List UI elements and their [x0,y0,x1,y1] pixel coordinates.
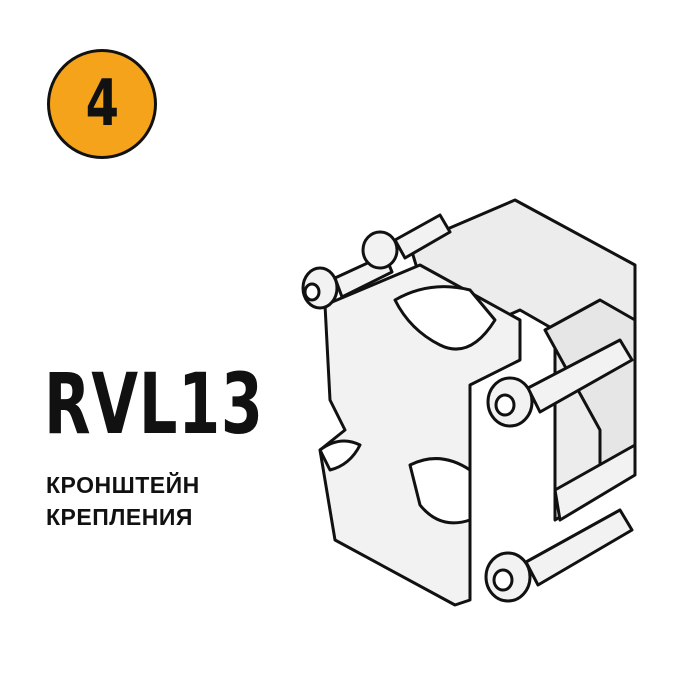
product-model: RVL13 [44,355,264,453]
product-description-line1: КРОНШТЕЙН [46,472,200,498]
screw-bottom [484,508,634,603]
product-description-line2: КРЕПЛЕНИЯ [46,504,193,530]
screw-top-right [361,213,452,270]
step-number: 4 [85,67,119,141]
screw-middle [486,338,634,428]
step-number-badge: 4 [47,49,157,159]
bracket-illustration [301,198,637,607]
